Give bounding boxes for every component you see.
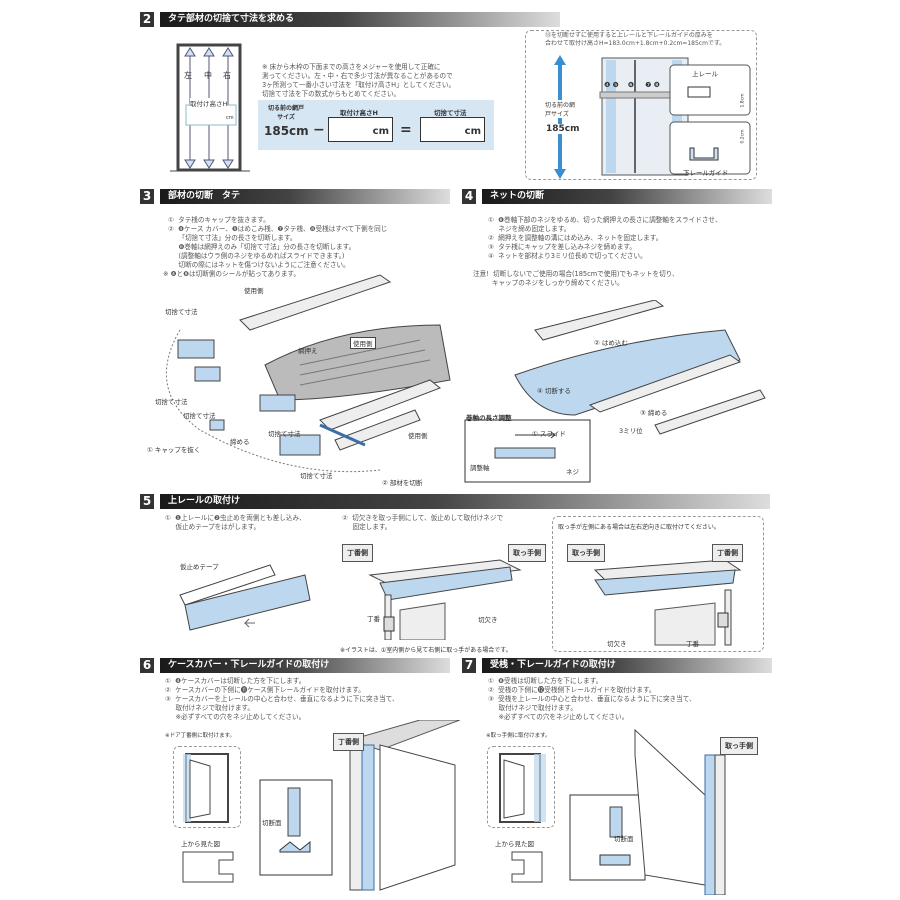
rail-mount-left-illustration <box>593 559 742 646</box>
top-view-label-6: 上から見た図 <box>181 840 220 848</box>
section-7-number: 7 <box>462 658 476 673</box>
section-3-number: 3 <box>140 189 154 204</box>
tape-label: 仮止めテープ <box>180 563 219 571</box>
receiver-install-illustration <box>569 728 726 895</box>
measure-note: ※ 床から木枠の下面までの高さをメジャーを使用して正確に測ってください。左・中・… <box>262 63 456 98</box>
inset-title: 巻軸の長さ調整 <box>466 414 512 422</box>
unit-cm: cm <box>226 115 234 121</box>
handle-side-tag-alt: 取っ手側 <box>567 544 605 562</box>
dim-0-2: 0.2cm <box>740 129 746 144</box>
cut-size-label-1: 切捨て寸法 <box>165 308 198 316</box>
upper-rail-illustration <box>179 564 311 631</box>
upper-rail-label: 上レール <box>692 70 718 78</box>
pre-size-value: 185cm <box>264 124 309 138</box>
cut-face-label-7: 切断面 <box>614 835 634 843</box>
handle-side-tag: 取っ手側 <box>508 544 546 562</box>
section-7-title: 受桟・下レールガイドの取付け <box>482 658 772 673</box>
top-view-7 <box>511 851 543 883</box>
side-size-value: 185cm <box>546 124 580 134</box>
lower-guide-label: 下レールガイド <box>683 169 729 177</box>
label-right: 右 <box>223 71 231 80</box>
tighten-label: 締める <box>230 438 250 446</box>
hinge-label: 丁番 <box>367 615 380 623</box>
section-5-number: 5 <box>140 494 154 509</box>
notch-label-alt: 切欠き <box>607 640 627 648</box>
side-note-box <box>525 30 757 180</box>
section-5-title: 上レールの取付け <box>160 494 770 509</box>
dim-1-8: 1.8cm <box>740 93 746 108</box>
hinge-side-note: ※ドア丁番側に取付けます。 <box>165 733 236 739</box>
cut-size-label-2: 切捨て寸法 <box>155 398 188 406</box>
side-size-label: 切る前の網戸サイズ <box>545 100 576 118</box>
slide-label: ① スライド <box>532 430 566 438</box>
equals-sign: = <box>400 122 412 138</box>
height-unit: cm <box>372 126 389 137</box>
cut-size-label-4: 切捨て寸法 <box>268 430 301 438</box>
cut-face-label-6: 切断面 <box>262 819 282 827</box>
notch-label: 切欠き <box>478 616 498 624</box>
cut-part-label: ② 部材を切断 <box>382 479 423 487</box>
cut-size-formula: 切る前の網戸サイズ 185cm − 取付け高さH cm = 切捨て寸法 cm <box>258 100 494 150</box>
hinge-label-alt: 丁番 <box>686 640 699 648</box>
footnote: ※イラストは、①室内側から見て右側に取っ手がある場合です。 <box>340 647 512 654</box>
3mm-label: 3ミリ位 <box>619 427 643 435</box>
adjust-shaft-label: 調整軸 <box>470 464 490 472</box>
section-2-number: 2 <box>140 12 154 27</box>
height-input[interactable]: cm <box>328 117 393 142</box>
vertical-parts-cut-illustration <box>165 274 451 473</box>
pre-size-label: 切る前の網戸サイズ <box>267 105 304 121</box>
section-6-title: ケースカバー・下レールガイドの取付け <box>160 658 450 673</box>
door-thumbnail-7 <box>487 746 555 828</box>
door-thumbnail-icon-7 <box>499 753 546 823</box>
cut-unit: cm <box>464 126 481 137</box>
door-thumbnail-6 <box>173 746 241 828</box>
section-3-title: 部材の切断 タテ <box>160 189 450 204</box>
hinge-side-tag-6: 丁番側 <box>333 733 364 751</box>
hinge-side-tag-alt: 丁番側 <box>712 544 743 562</box>
label-center: 中 <box>204 71 212 80</box>
case-cover-install-illustration <box>259 720 460 891</box>
section-4-title: ネットの切断 <box>482 189 772 204</box>
net-holder-label: 網押え <box>298 347 318 355</box>
net-cut-illustration <box>464 300 766 483</box>
section-5-step1: ① ❶上レールに❷虫止めを両側とも差し込み、 仮止めテープをはがします。 <box>165 514 306 531</box>
handle-side-note: ※取っ手側に取付けます。 <box>486 733 551 739</box>
use-side-label-1: 使用側 <box>244 287 264 295</box>
side-note: ⑬を切断せずに使用すると上レールと下レールガイドの厚みを合わせて取付け高さH=1… <box>545 32 726 47</box>
tighten-label-4: ③ 締める <box>640 409 668 417</box>
section-2-title: タテ部材の切捨て寸法を求める <box>160 12 560 27</box>
cut-label: ④ 切断する <box>537 387 571 395</box>
cut-size-label-3: 切捨て寸法 <box>183 412 216 420</box>
top-view-6 <box>182 851 234 883</box>
top-view-label-7: 上から見た図 <box>495 840 534 848</box>
rail-mount-right-illustration <box>368 559 522 640</box>
section-4-number: 4 <box>462 189 476 204</box>
section-3-steps: ① タテ桟のキャップを抜きます。② ❹ケース カバー、❺はめこみ桟、❼タテ桟、❽… <box>163 216 388 278</box>
section-5-step2: ② 切欠きを取っ手側にして、仮止めして取付けネジで 固定します。 <box>342 514 504 531</box>
handle-side-tag-7: 取っ手側 <box>720 737 758 755</box>
fit-label: ② はめ込む <box>594 339 628 347</box>
screen-size-diagram <box>554 55 751 179</box>
remove-cap-label: ① キャップを抜く <box>147 446 201 454</box>
cut-size-input[interactable]: cm <box>420 117 485 142</box>
hinge-side-tag: 丁番側 <box>342 544 373 562</box>
use-side-label-3: 使用側 <box>408 432 428 440</box>
section-4-steps: ① ❻巻軸下部のネジをゆるめ、切った網押えの長さに調整軸をスライドさせ、 ネジを… <box>473 216 722 287</box>
screw-label: ネジ <box>566 468 579 476</box>
alt-note: 取っ手が左側にある場合は左右逆向きに取付けてください。 <box>558 524 720 531</box>
cut-label: 切捨て寸法 <box>434 109 467 117</box>
section-6-number: 6 <box>140 658 154 673</box>
label-left: 左 <box>184 71 192 80</box>
h-label: 取付け高さH <box>340 109 378 117</box>
section-7-steps: ① ❽受桟は切断した方を下にします。② 受桟の下側に⓬受桟側下レールガイドを取付… <box>488 677 696 721</box>
section-6-steps: ① ❹ケースカバーは切断した方を下にします。② ケースカバーの下側に⓫ケース側下… <box>165 677 399 721</box>
marks: ❹ ❺ ❻ ❼ ❽ <box>604 81 660 89</box>
use-side-label-2: 使用側 <box>350 337 376 349</box>
alt-orientation-box <box>552 516 764 652</box>
door-thumbnail-icon <box>183 753 229 823</box>
minus-sign: − <box>313 122 325 138</box>
mount-height-label: 取付け高さH <box>190 98 228 108</box>
cut-size-label-5: 切捨て寸法 <box>300 472 333 480</box>
